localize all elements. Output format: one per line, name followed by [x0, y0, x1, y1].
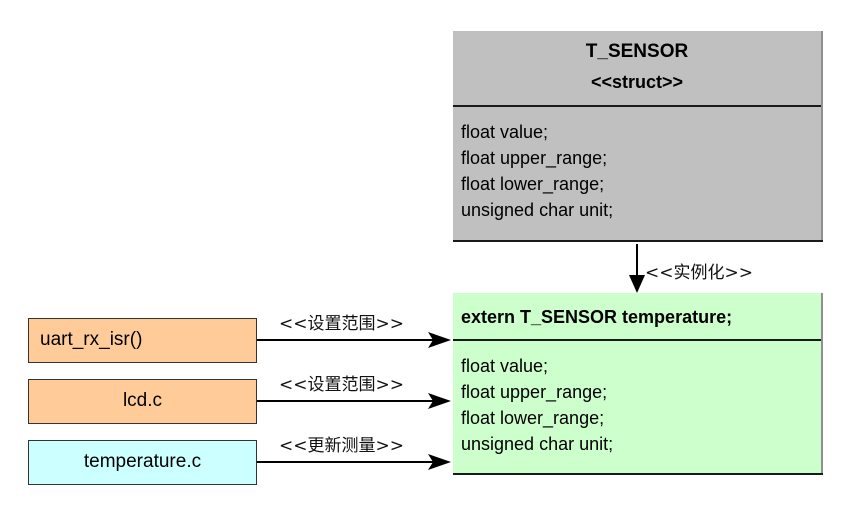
- instantiation-label: <<实例化>>: [645, 263, 753, 283]
- source-box-uart-rx-isr: uart_rx_isr(): [28, 318, 257, 363]
- instance-field: float lower_range;: [461, 408, 605, 428]
- instance-bottom-line: [453, 473, 823, 475]
- instance-field: float upper_range;: [461, 382, 608, 402]
- instance-fields: float value; float upper_range; float lo…: [461, 353, 613, 457]
- instance-declaration: extern T_SENSOR temperature;: [461, 307, 733, 327]
- struct-field: float value;: [461, 122, 549, 142]
- relation-label-uart: <<设置范围>>: [279, 314, 404, 334]
- struct-fields: float value; float upper_range; float lo…: [461, 119, 613, 223]
- arrow-instantiation: [629, 244, 645, 293]
- struct-field: float upper_range;: [461, 148, 608, 168]
- arrow-uart-to-instance: [257, 332, 451, 348]
- struct-header: T_SENSOR <<struct>>: [453, 31, 821, 107]
- relation-label-temperature: <<更新测量>>: [279, 436, 404, 456]
- arrow-temperature-to-instance: [257, 454, 451, 470]
- struct-name: T_SENSOR: [585, 41, 689, 62]
- instance-field: float value;: [461, 356, 549, 376]
- instance-object-box: extern T_SENSOR temperature; float value…: [453, 293, 823, 475]
- relation-label-lcd: <<设置范围>>: [279, 375, 404, 395]
- source-box-lcd-c: lcd.c: [28, 379, 257, 424]
- struct-field: unsigned char unit;: [461, 200, 614, 220]
- struct-stereotype: <<struct>>: [590, 72, 684, 92]
- source-box-temperature-c: temperature.c: [28, 440, 257, 485]
- instance-header: extern T_SENSOR temperature;: [453, 293, 821, 341]
- arrow-lcd-to-instance: [257, 393, 451, 409]
- instance-field: unsigned char unit;: [461, 434, 614, 454]
- struct-bottom-line: [453, 240, 823, 242]
- struct-field: float lower_range;: [461, 174, 605, 194]
- struct-class-box: T_SENSOR <<struct>> float value; float u…: [453, 31, 823, 242]
